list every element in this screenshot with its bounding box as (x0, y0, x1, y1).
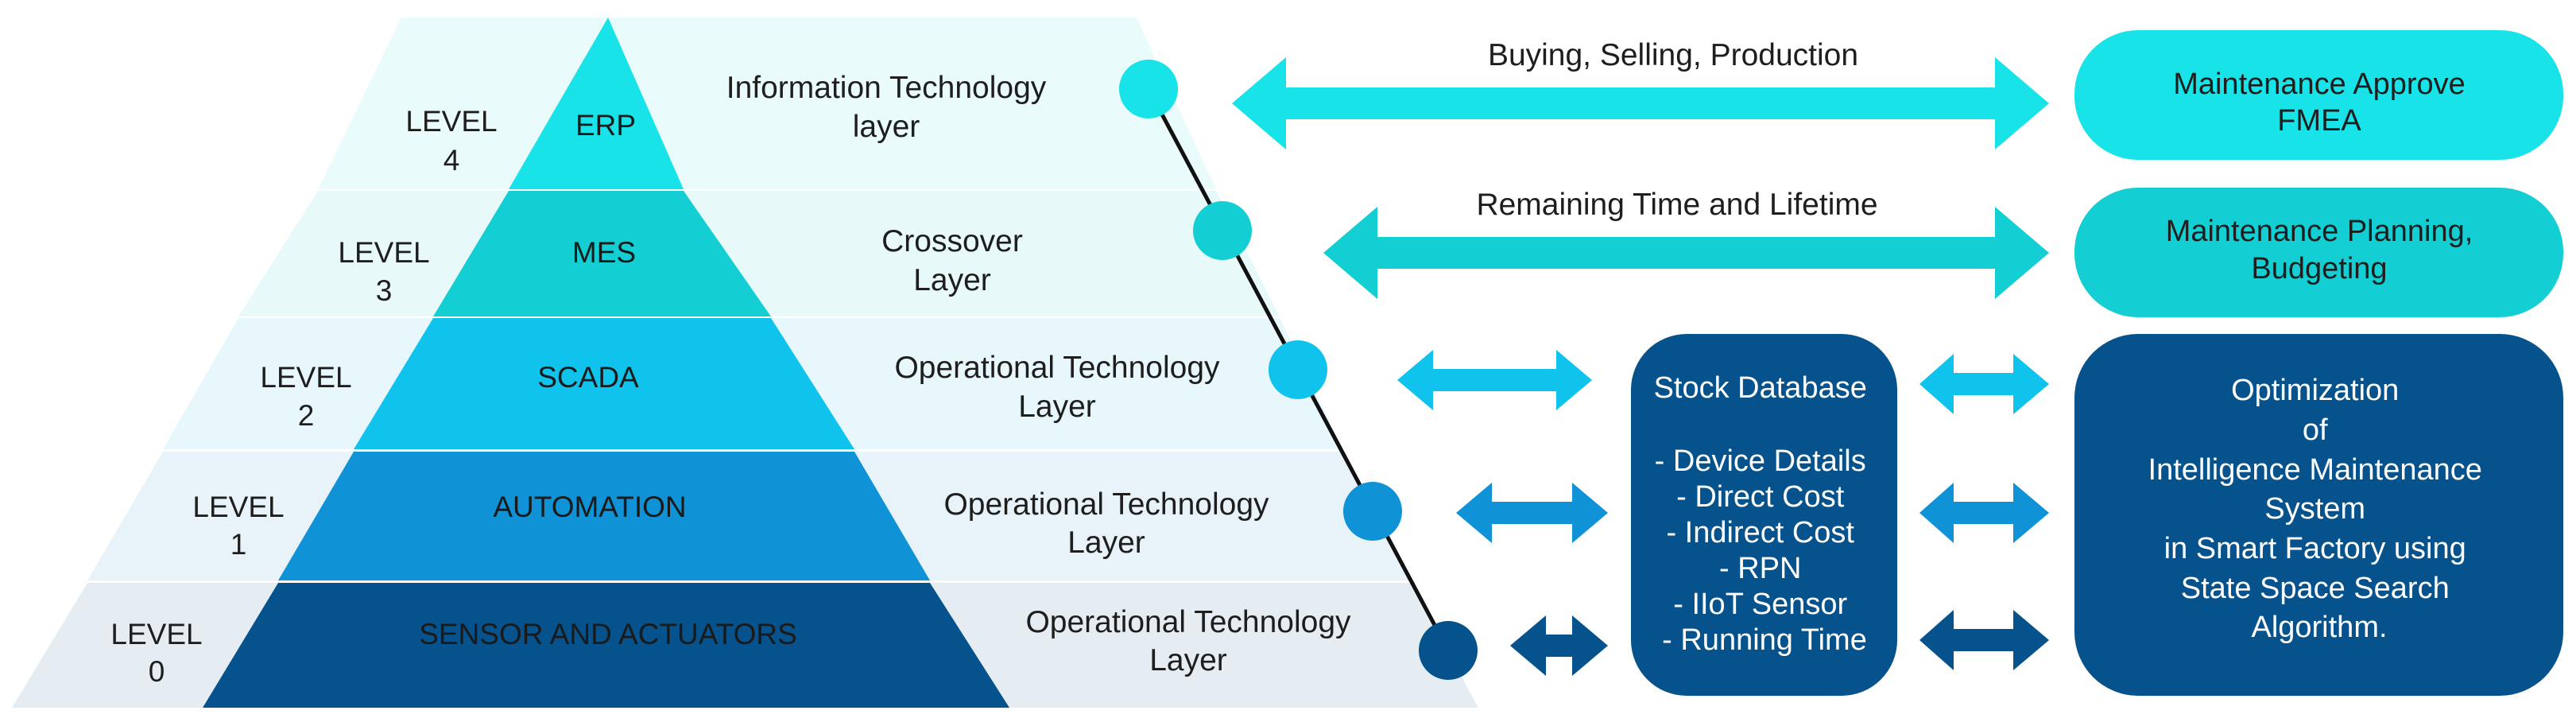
arrows: Buying, Selling, Production Remaining Ti… (1232, 38, 2049, 676)
box-planning (2074, 188, 2563, 317)
arrow-stock-optimization-middle (1919, 483, 2049, 543)
arrow-stock-optimization-bottom (1919, 610, 2049, 670)
box-planning-text: Maintenance Planning,Budgeting (2166, 215, 2473, 285)
box-fmea (2074, 30, 2563, 160)
arrow-sensor-stock (1510, 615, 1608, 676)
core-label-mes: MES (572, 236, 636, 269)
arrow-remaining-time-lifetime (1323, 207, 2049, 299)
arrow-automation-stock (1456, 483, 1608, 543)
core-label-sensor-actuators: SENSOR AND ACTUATORS (419, 618, 797, 650)
connector-dot-level-1 (1343, 482, 1402, 541)
box-stock-database (1631, 334, 1897, 696)
connector-dot-level-0 (1419, 621, 1478, 680)
pyramid-core (203, 17, 1009, 708)
core-label-scada: SCADA (537, 361, 639, 394)
connector-dot-level-4 (1119, 60, 1178, 118)
box-optimization-text: Optimization of Intelligence Maintenance… (2148, 374, 2491, 644)
core-level-3 (433, 191, 771, 316)
arrow-label-top: Buying, Selling, Production (1488, 38, 1858, 72)
arrow-stock-optimization-top (1919, 354, 2049, 414)
arrow-buying-selling-production (1232, 57, 2049, 149)
core-label-erp: ERP (575, 109, 636, 142)
connector (1119, 60, 1478, 680)
core-level-1 (278, 452, 930, 580)
box-optimization (2074, 334, 2563, 696)
core-label-automation: AUTOMATION (493, 491, 686, 523)
arrow-label-second: Remaining Time and Lifetime (1476, 188, 1877, 222)
connector-dot-level-3 (1193, 201, 1252, 260)
core-level-4 (509, 17, 684, 189)
core-level-2 (354, 318, 854, 449)
arrow-scada-stock (1397, 350, 1592, 410)
core-level-0 (203, 583, 1009, 708)
connector-dot-level-2 (1269, 340, 1327, 399)
box-stock-database-text: Stock Database - Device Details - Direct… (1654, 371, 1876, 657)
